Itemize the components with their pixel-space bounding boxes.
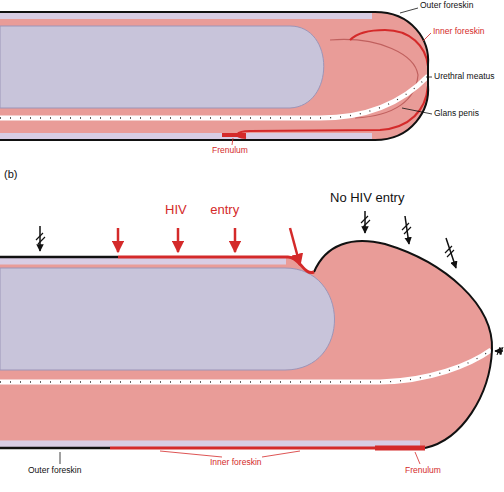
figure-b: [0, 211, 503, 464]
entry-arrow: [290, 228, 300, 265]
leader-line: [423, 33, 431, 41]
leader-line: [400, 8, 418, 13]
glans-outline: [314, 241, 492, 448]
part-label: Inner foreskin: [210, 458, 262, 468]
skin-band: [0, 441, 420, 448]
skin-band: [0, 258, 286, 265]
part-label: Outer foreskin: [420, 1, 473, 11]
penis-body: [0, 241, 492, 448]
annotation-label: HIV entry: [165, 203, 239, 218]
penis-body: [0, 12, 428, 140]
leader-line: [426, 77, 432, 78]
blocked-arrow: [446, 238, 456, 268]
urethra-dots: [0, 76, 428, 118]
panel-label: (b): [4, 168, 17, 181]
outer-skin-line: [0, 12, 428, 140]
block-slash: [36, 233, 45, 244]
block-slash: [445, 246, 454, 257]
frenulum-mark: [375, 446, 425, 451]
urethra-dots: [0, 350, 491, 382]
part-label: Frenulum: [212, 146, 248, 156]
glans: [330, 39, 418, 118]
leader-line: [262, 451, 300, 457]
part-label: Inner foreskin: [433, 27, 485, 37]
leader-line: [60, 452, 61, 464]
inner-foreskin-line: [350, 30, 428, 66]
skin-band: [0, 133, 372, 139]
inner-foreskin-line: [237, 86, 428, 138]
outer-foreskin-line: [0, 447, 110, 450]
entry-arrow: [234, 228, 237, 252]
part-label: Frenulum: [405, 466, 441, 476]
figure-a: [0, 8, 432, 145]
outer-foreskin-line: [0, 256, 118, 259]
urethra: [0, 76, 428, 118]
leader-line: [415, 452, 420, 464]
block-slash: [497, 347, 503, 355]
inner-foreskin-line: [118, 257, 314, 273]
part-label: Urethral meatus: [434, 72, 494, 82]
block-slash: [402, 223, 411, 234]
leader-line: [232, 138, 233, 145]
part-label: Outer foreskin: [28, 466, 81, 476]
urethra: [0, 350, 491, 382]
frenulum-mark: [222, 133, 246, 137]
leader-line: [402, 108, 432, 114]
skin-band: [0, 13, 372, 19]
part-label: Glans penis: [434, 109, 479, 119]
corpora: [0, 26, 324, 108]
annotation-label: No HIV entry: [330, 191, 404, 206]
entry-arrow: [117, 228, 120, 252]
entry-arrow: [177, 228, 180, 252]
corpora: [0, 268, 335, 370]
block-slash: [361, 216, 370, 227]
inner-foreskin-line: [110, 447, 375, 450]
blocked-arrow: [364, 211, 366, 233]
blocked-arrow: [39, 226, 41, 251]
leader-line: [160, 451, 222, 457]
